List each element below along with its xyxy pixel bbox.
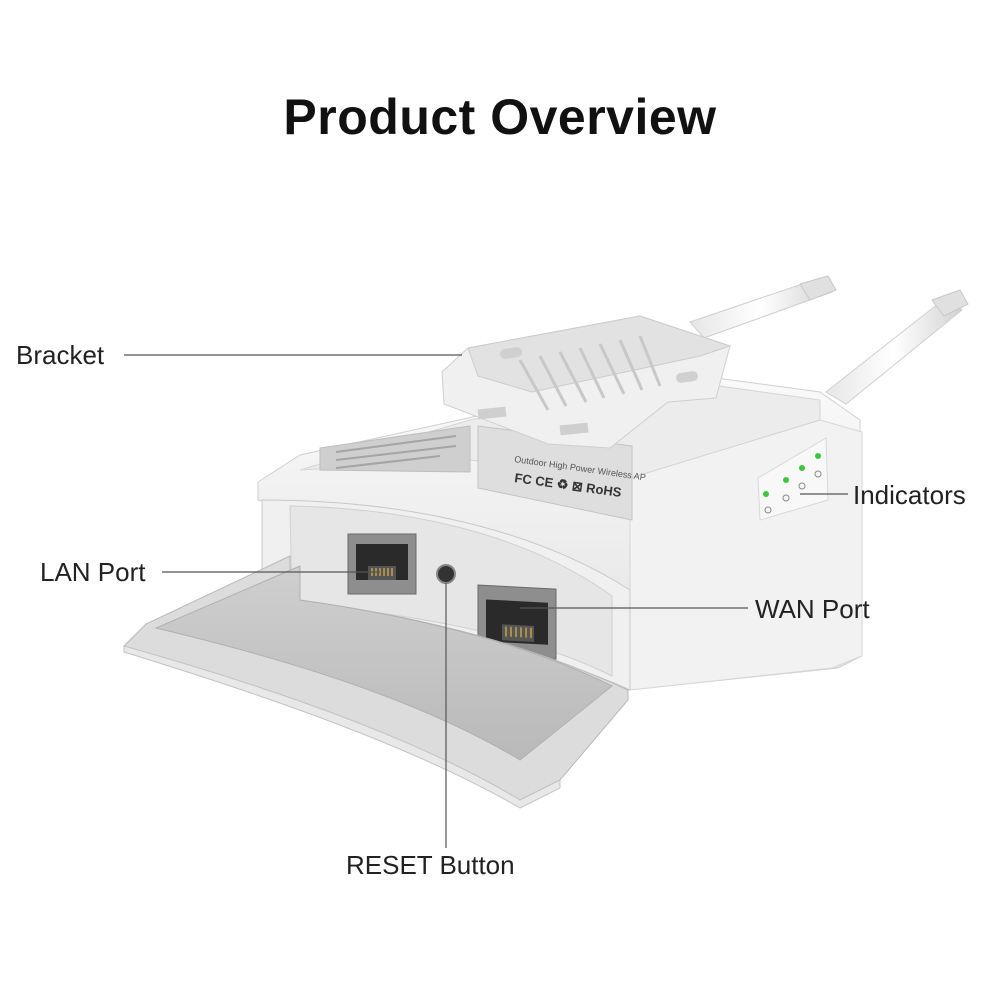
antenna-left <box>689 275 837 339</box>
wan-port <box>477 584 557 660</box>
port-cover-flap <box>123 555 629 809</box>
indicator-led-2 <box>783 477 789 483</box>
indicator-led-4 <box>815 453 821 459</box>
indicator-led-3 <box>799 465 805 471</box>
lan-port-label: LAN Port <box>40 557 146 587</box>
lan-port <box>347 533 417 595</box>
indicators-label: Indicators <box>853 480 966 510</box>
indicator-led-1 <box>763 491 769 497</box>
wan-port-label: WAN Port <box>755 594 870 624</box>
page-title: Product Overview <box>283 89 717 145</box>
reset-button-label: RESET Button <box>346 850 515 880</box>
bracket-label: Bracket <box>16 340 105 370</box>
reset-button <box>436 564 456 584</box>
indicator-panel <box>757 437 829 521</box>
antenna-right <box>825 289 969 405</box>
bracket <box>441 315 732 449</box>
